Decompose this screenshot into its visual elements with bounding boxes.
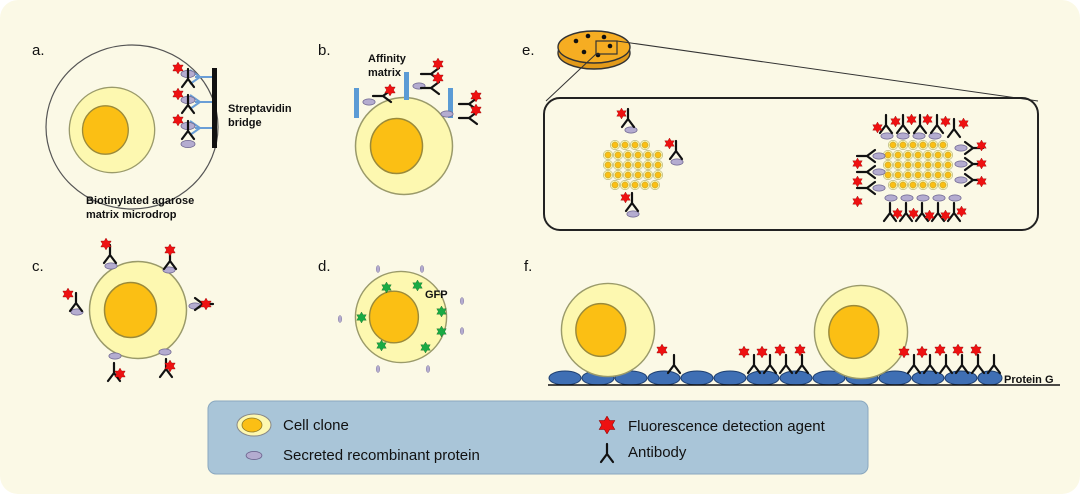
protein-g-label: Protein G	[1004, 374, 1054, 386]
legend-cell-clone: Cell clone	[283, 417, 349, 434]
gfp-label: GFP	[425, 289, 448, 301]
cell-clone	[354, 270, 448, 364]
panel-e: e.	[522, 30, 1039, 231]
legend-box	[207, 400, 869, 475]
microdrop-label-2: matrix microdrop	[86, 209, 177, 221]
bridge-label: bridge	[228, 117, 262, 129]
legend-fluorescence: Fluorescence detection agent	[628, 418, 826, 435]
zoom-lines	[545, 40, 1039, 102]
cell-clone	[560, 282, 656, 378]
cell-clone	[813, 284, 909, 380]
streptavidin-bridge	[212, 68, 217, 148]
cell-clone	[354, 96, 454, 196]
legend-cell-icon	[236, 413, 272, 437]
agarose-microdrop	[45, 44, 219, 210]
panel-a: a. Streptavidin bridge Biotinylated agar…	[32, 42, 292, 221]
panel-a-label: a.	[32, 42, 45, 59]
petri-dish	[557, 30, 631, 70]
matrix-label: matrix	[368, 67, 402, 79]
protein-g-layer	[548, 370, 1003, 386]
legend-antibody: Antibody	[628, 444, 687, 461]
microdrop-label-1: Biotinylated agarose	[86, 195, 194, 207]
panel-b: b. Affinity matrix	[318, 42, 482, 196]
cell-clone	[68, 86, 156, 174]
legend: Cell clone Secreted recombinant protein …	[207, 400, 869, 475]
panel-d-label: d.	[318, 258, 331, 275]
affinity-matrix-bars	[354, 72, 453, 118]
panel-f: f. Protein G	[524, 258, 1060, 386]
legend-secreted-protein: Secreted recombinant protein	[283, 447, 480, 464]
affinity-label: Affinity	[368, 53, 407, 65]
panel-d: d. GFP	[318, 258, 465, 374]
panel-b-label: b.	[318, 42, 331, 59]
zoom-box	[543, 97, 1039, 231]
panel-c: c.	[32, 238, 215, 383]
cell-clone	[88, 260, 188, 360]
streptavidin-label: Streptavidin	[228, 103, 292, 115]
panel-e-label: e.	[522, 42, 535, 59]
legend-protein-icon	[245, 451, 263, 460]
panel-c-label: c.	[32, 258, 44, 275]
panel-f-label: f.	[524, 258, 532, 275]
